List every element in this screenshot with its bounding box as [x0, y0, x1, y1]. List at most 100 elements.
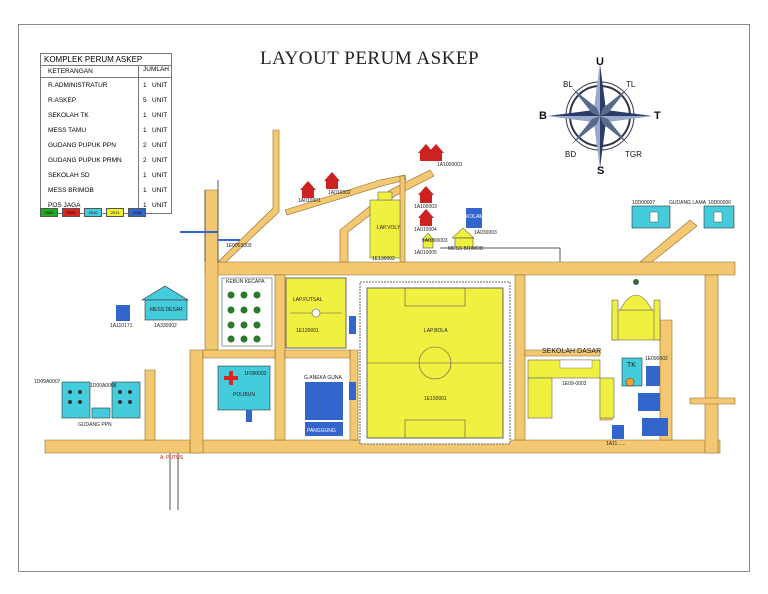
legend-qty: 1 — [143, 187, 147, 194]
label-g-aneka-guna: G.ANEKA GUNA — [304, 375, 342, 381]
mosque-building — [611, 279, 661, 341]
legend-unit: UNIT — [152, 172, 168, 179]
year-swatch: 2011 — [106, 208, 124, 217]
label-id-1a010001: 1A010001 — [298, 198, 321, 204]
label-id-1e120001: 1E120001 — [296, 328, 319, 334]
legend-row-qty: 1 UNIT — [139, 112, 171, 119]
futsal-shed — [349, 316, 356, 334]
house-red-5 — [418, 186, 434, 203]
legend-row-qty: 5 UNIT — [139, 97, 171, 104]
legend-unit: UNIT — [152, 157, 168, 164]
legend-table: KOMPLEK PERUM ASKEP KETERANGAN JUMLAH R.… — [40, 53, 172, 214]
compass-sw: BD — [565, 150, 577, 159]
label-id-1e150001: 1E150001 — [424, 396, 447, 402]
compass-west: B — [539, 110, 547, 122]
compass-ne: TL — [626, 80, 636, 89]
label-polibun: POLIBUN — [233, 392, 255, 398]
label-mess-desar: MESS DESAR — [150, 307, 183, 313]
legend-row-qty: 1 UNIT — [139, 187, 171, 194]
compass-rose — [548, 64, 652, 168]
legend-qty: 1 — [143, 172, 147, 179]
legend-unit: UNIT — [152, 202, 168, 209]
legend-header: KOMPLEK PERUM ASKEP — [41, 54, 171, 66]
map-title: LAYOUT PERUM ASKEP — [260, 48, 480, 69]
sekolah-dasar-building — [527, 359, 615, 419]
legend-row-name: R.ADMINISTRATUR — [41, 78, 139, 93]
school-shed-3 — [612, 425, 624, 439]
label-id-1e09-0003: 1E09-0003 — [562, 381, 587, 387]
legend-qty: 1 — [143, 202, 147, 209]
shed-polibun — [246, 410, 252, 422]
legend-row-qty: 1 UNIT — [139, 172, 171, 179]
legend-unit: UNIT — [152, 112, 168, 119]
legend-row-name: GUDANG PUPUK PPN — [41, 138, 139, 153]
legend-row-name: SEKOLAH TK — [41, 108, 139, 123]
legend-qty: 2 — [143, 157, 147, 164]
house-red-1 — [300, 181, 316, 198]
legend-column-headers: KETERANGAN JUMLAH — [41, 66, 171, 78]
futsal-field — [285, 277, 347, 349]
label-tk: TK — [627, 362, 636, 369]
legend-row-name: R.ASKEP — [41, 93, 139, 108]
legend-qty: 1 — [143, 82, 147, 89]
legend-qty: 1 — [143, 127, 147, 134]
label-panggung: PANGGUNG — [307, 428, 336, 434]
tk-shed — [646, 366, 660, 386]
label-id-1a010002: 1A010002 — [328, 190, 351, 196]
house-red-2 — [324, 172, 340, 189]
label-id-1a110171: 1A110171 — [110, 323, 133, 329]
legend-unit: UNIT — [152, 187, 168, 194]
house-yellow-1 — [421, 232, 435, 249]
label-id-1e090002: 1E090002 — [645, 356, 668, 362]
legend-qty: 2 — [143, 142, 147, 149]
legend-row-qty: 2 UNIT — [139, 142, 171, 149]
label-lap-voly: LAP.VOLY — [377, 225, 401, 231]
legend-qty: 5 — [143, 97, 147, 104]
label-id-1a010004: 1A010004 — [414, 227, 437, 233]
label-id-1a11: 1A11...... — [606, 441, 626, 447]
gudang-lama-buildings — [631, 205, 735, 229]
legend-row-name: GUDANG PUPUK PRMN — [41, 153, 139, 168]
label-id-10d00007: 10D00007 — [632, 200, 656, 206]
legend-unit: UNIT — [152, 142, 168, 149]
legend-row-qty: 1 UNIT — [139, 202, 171, 209]
label-gudang-lama: GUDANG LAMA — [669, 200, 706, 206]
label-a-putus: A. PUTUS — [160, 455, 184, 461]
label-kolam: KOLAM — [466, 214, 484, 220]
year-swatch: 2010 — [84, 208, 102, 217]
label-kebun-kecapa: KEBUN KECAPA — [226, 279, 265, 285]
legend-row-qty: 1 UNIT — [139, 127, 171, 134]
aneka-guna-building — [305, 382, 343, 420]
year-swatch: 2000 — [40, 208, 58, 217]
house-red-4 — [428, 144, 444, 161]
legend-unit: UNIT — [152, 82, 168, 89]
house-red-6 — [418, 209, 434, 226]
compass-east: T — [654, 110, 661, 122]
label-id-1d09a0007: 1D09A0007 — [34, 379, 61, 385]
map-frame — [18, 24, 750, 572]
mess-desar-building — [140, 285, 190, 321]
compass-south: S — [597, 165, 605, 177]
label-gudang-ppn: GUDANG PPN — [78, 422, 112, 428]
label-id-1e0003003: 1E0003003 — [226, 243, 252, 249]
label-id-1e130002: 1E130002 — [372, 256, 395, 262]
compass-north: U — [596, 56, 604, 68]
gudang-ppn-buildings — [61, 381, 141, 419]
legend-row-qty: 1 UNIT — [139, 82, 171, 89]
road-network — [44, 129, 736, 454]
label-id-1a100003: 1A100003 — [414, 204, 437, 210]
label-id-1a330002: 1A330002 — [154, 323, 177, 329]
label-id-1a0300003: 1A0300003 — [422, 238, 448, 244]
label-id-1a1000001: 1A1000001 — [437, 162, 463, 168]
label-id-1a030003: 1A030003 — [474, 230, 497, 236]
house-yellow-2 — [451, 227, 475, 249]
